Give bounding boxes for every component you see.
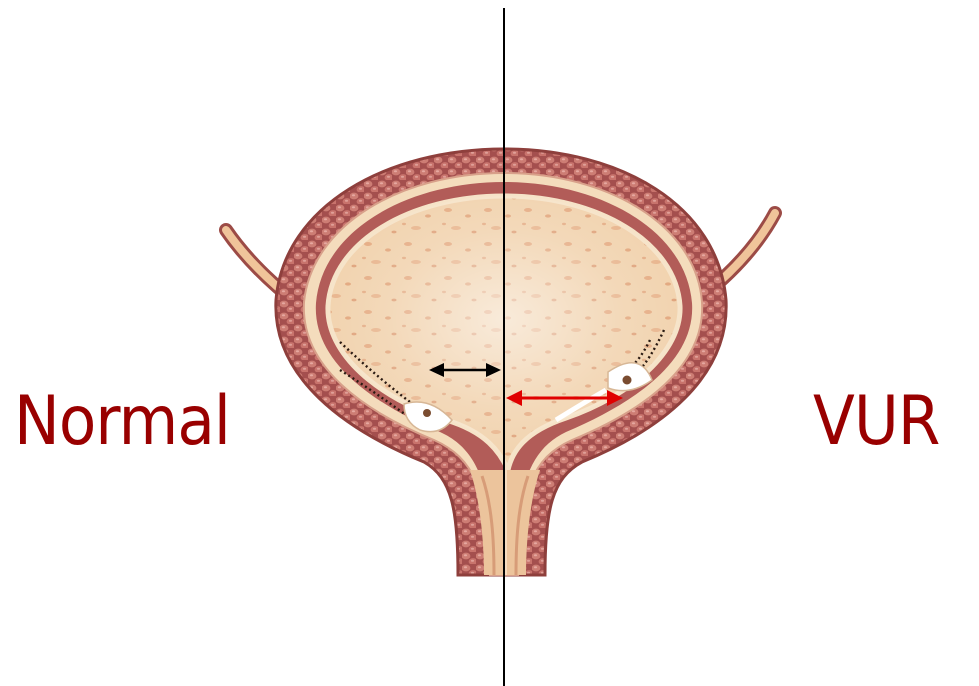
normal-label: Normal [14, 388, 230, 456]
vur-label: VUR [813, 388, 939, 456]
